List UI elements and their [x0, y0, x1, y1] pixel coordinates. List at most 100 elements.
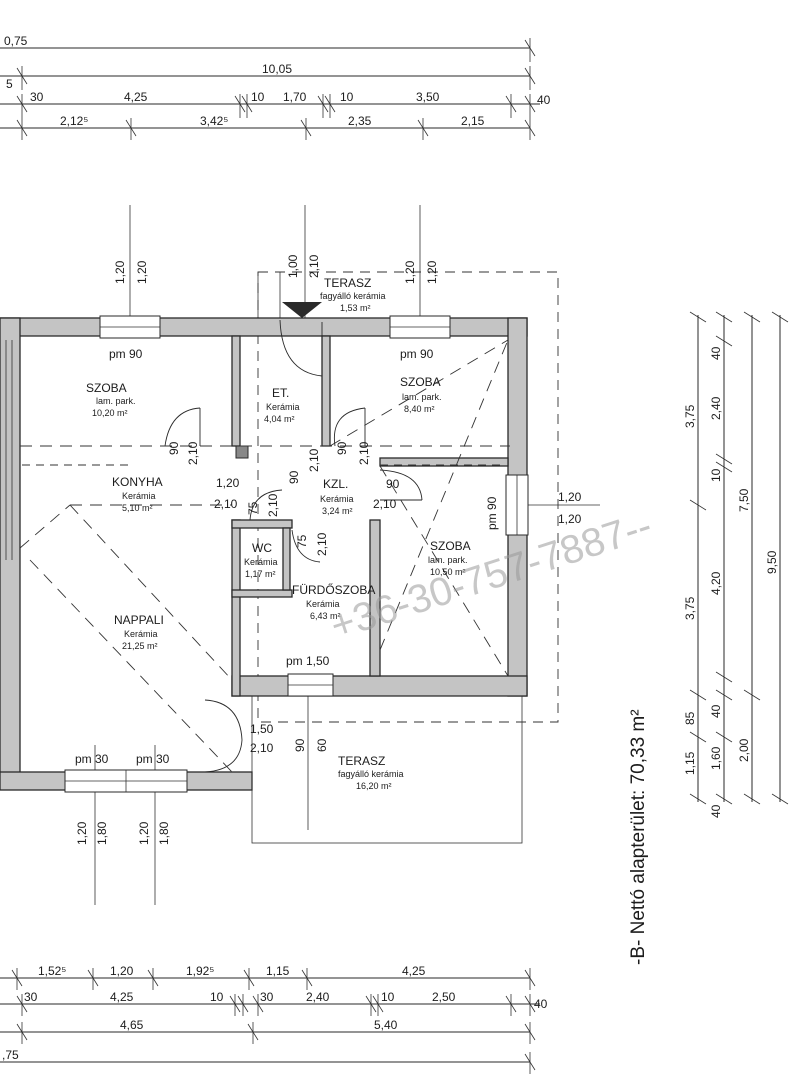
- dim-r-10: 10: [709, 468, 723, 482]
- window-label-1: pm 30: [75, 752, 109, 766]
- dim-b-40: 40: [534, 997, 548, 1011]
- dim-kitchen-b: 2,10: [214, 497, 238, 511]
- room-szoba-east: SZOBA lam. park. 10,50 m² pm 90: [428, 496, 499, 577]
- room-szoba-left: SZOBA lam. park. 10,20 m² pm 90: [86, 347, 143, 418]
- room-area: 16,20 m²: [356, 781, 392, 791]
- dim-east-win-b: 1,20: [558, 512, 582, 526]
- dim-kitchen-a: 1,20: [216, 476, 240, 490]
- dim-top-4-25: 4,25: [124, 90, 148, 104]
- room-floor: Kerámia: [244, 557, 278, 567]
- room-wc: WC Kerámia 1,17 m²: [244, 541, 278, 579]
- room-floor: lam. park.: [402, 392, 442, 402]
- dim-b-2-40: 2,40: [306, 990, 330, 1004]
- dim-top-2-35: 2,35: [348, 114, 372, 128]
- dim-win-b2-a: 1,20: [137, 821, 151, 845]
- dim-kzl-c-a: 90: [287, 470, 301, 484]
- dim-b-30b: 30: [260, 990, 274, 1004]
- door-entrance: [279, 319, 323, 377]
- dim-top-2-15: 2,15: [461, 114, 485, 128]
- room-area: 3,24 m²: [322, 506, 353, 516]
- window-label: pm 90: [109, 347, 143, 361]
- room-name: WC: [252, 541, 272, 555]
- dim-kzl-c-b: 2,10: [307, 448, 321, 472]
- room-floor: Kerámia: [124, 629, 158, 639]
- dim-r-40a: 40: [709, 346, 723, 360]
- door-terrace-1: [204, 699, 243, 741]
- dim-win-tr-a: 1,20: [403, 260, 417, 284]
- bottom-dimension-chains: 1,52⁵ 1,20 1,92⁵ 1,15 4,25 30 4,25 10 30…: [0, 964, 548, 1074]
- dim-b-1-15: 1,15: [266, 964, 290, 978]
- dim-top-2-125: 2,12⁵: [60, 114, 88, 128]
- room-name: KZL.: [323, 477, 348, 491]
- dim-door-sr-b: 2,10: [357, 441, 371, 465]
- dim-r-9-50: 9,50: [765, 550, 779, 574]
- room-terasz-top: TERASZ fagyálló kerámia 1,53 m²: [320, 276, 386, 313]
- window-label-2: pm 30: [136, 752, 170, 766]
- dim-b-10b: 10: [381, 990, 395, 1004]
- dim-tdoor-r-b: 60: [315, 738, 329, 752]
- terrace-top: [257, 271, 559, 723]
- dim-win-b1-b: 1,80: [95, 821, 109, 845]
- room-area: 4,04 m²: [264, 414, 295, 424]
- room-name: ET.: [272, 386, 289, 400]
- dim-top-10a: 10: [251, 90, 265, 104]
- room-name: FÜRDŐSZOBA: [292, 582, 375, 597]
- dim-top-0-75: 0,75: [4, 34, 28, 48]
- room-floor: Kerámia: [266, 402, 300, 412]
- room-area: 21,25 m²: [122, 641, 158, 651]
- dim-b-2-50: 2,50: [432, 990, 456, 1004]
- dim-win-tr-b: 1,20: [425, 260, 439, 284]
- right-dimension-chains: 3,75 3,75 40 2,40 10 4,20 85 40 1,15 40 …: [683, 311, 789, 818]
- room-name: KONYHA: [112, 475, 163, 489]
- net-floor-area-label: -B- Nettó alapterület: 70,33 m²: [628, 709, 649, 965]
- windows: [5, 315, 529, 793]
- dim-b-4-25a: 4,25: [402, 964, 426, 978]
- dim-r-1-60: 1,60: [709, 746, 723, 770]
- room-name: SZOBA: [86, 381, 127, 395]
- room-area: 6,43 m²: [310, 611, 341, 621]
- dim-b-4-25b: 4,25: [110, 990, 134, 1004]
- door-szoba-left: [164, 407, 201, 447]
- room-area: 10,20 m²: [92, 408, 128, 418]
- room-terasz-bottom: TERASZ fagyálló kerámia 16,20 m²: [338, 754, 404, 791]
- dim-wc-b: 2,10: [266, 493, 280, 517]
- room-floor: Kerámia: [320, 494, 354, 504]
- dim-top-3-50: 3,50: [416, 90, 440, 104]
- dim-r-40b: 40: [709, 704, 723, 718]
- dim-entrance-b: 2,10: [307, 254, 321, 278]
- dim-bath-a: 75: [295, 534, 309, 548]
- room-name: TERASZ: [338, 754, 385, 768]
- dim-b-30a: 30: [24, 990, 38, 1004]
- room-floor: Kerámia: [306, 599, 340, 609]
- dim-r-3-75a: 3,75: [683, 404, 697, 428]
- dim-win-tl-b: 1,20: [135, 260, 149, 284]
- dim-kzl-r-a: 90: [386, 477, 400, 491]
- dim-door-sl-b: 2,10: [186, 441, 200, 465]
- room-area: 8,40 m²: [404, 404, 435, 414]
- terrace-bottom: [251, 695, 523, 844]
- room-area: 1,17 m²: [245, 569, 276, 579]
- room-floor: lam. park.: [96, 396, 136, 406]
- dim-entrance-a: 1,00: [286, 254, 300, 278]
- dim-b-0-75: ,75: [2, 1048, 19, 1062]
- dim-tdoor-l-b: 2,10: [250, 741, 274, 755]
- dim-r-85: 85: [683, 711, 697, 725]
- room-name: SZOBA: [430, 539, 471, 553]
- dim-top-10-05: 10,05: [262, 62, 292, 76]
- room-name: TERASZ: [324, 276, 371, 290]
- window-label: pm 90: [485, 496, 499, 530]
- room-floor: fagyálló kerámia: [338, 769, 404, 779]
- top-dimension-chains: 0,75 5 10,05 30 4,25 10 1,70 10 3,50 40 …: [0, 34, 551, 140]
- dim-b-1-20: 1,20: [110, 964, 134, 978]
- dim-bath-b: 2,10: [315, 532, 329, 556]
- window-label: pm 90: [400, 347, 434, 361]
- dim-r-7-50: 7,50: [737, 488, 751, 512]
- room-konyha: KONYHA Kerámia 5,10 m²: [112, 475, 163, 513]
- dim-win-tl-a: 1,20: [113, 260, 127, 284]
- room-nappali: NAPPALI Kerámia 21,25 m² pm 30 pm 30: [75, 613, 170, 766]
- opening-dimensions: 1,20 1,20 1,00 2,10 1,20 1,20 1,20 1,80 …: [75, 254, 582, 845]
- dim-r-4-20: 4,20: [709, 571, 723, 595]
- dashed-overlays: [19, 339, 510, 773]
- dim-r-3-75b: 3,75: [683, 596, 697, 620]
